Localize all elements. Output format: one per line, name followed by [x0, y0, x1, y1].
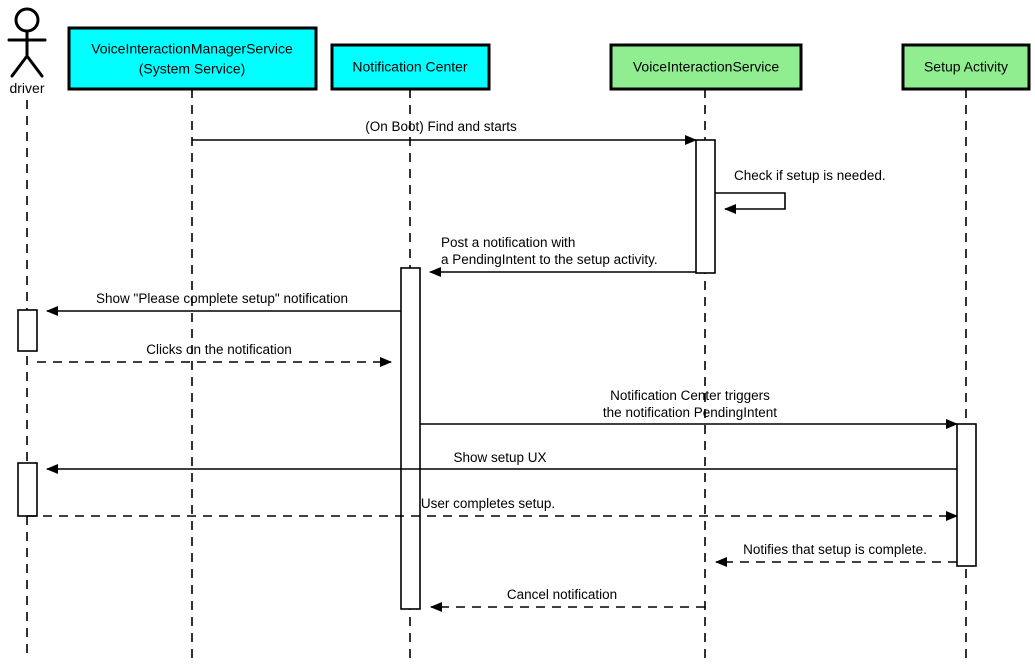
- message-user-completes-setup-label: User completes setup.: [421, 496, 555, 511]
- actor-driver: driver: [7, 7, 47, 96]
- participant-notification-center[interactable]: Notification Center: [330, 43, 491, 91]
- message-post-a-notification: Post a notification with a PendingIntent…: [429, 235, 696, 277]
- participant-voice-interaction-service[interactable]: VoiceInteractionService: [609, 43, 803, 91]
- message-post-a-notification-label-line1: Post a notification with: [441, 235, 575, 250]
- message-notification-center-triggers-pendingintent-label-line2: the notification PendingIntent: [603, 405, 777, 420]
- message-show-setup-ux: Show setup UX: [46, 450, 957, 474]
- message-check-if-setup-is-needed-label: Check if setup is needed.: [734, 168, 886, 183]
- message-check-if-setup-is-needed: Check if setup is needed.: [715, 168, 886, 214]
- message-show-please-complete-setup-notification: Show "Please complete setup" notificatio…: [46, 291, 401, 316]
- message-notification-center-triggers-pendingintent-label-line1: Notification Center triggers: [610, 388, 770, 403]
- actor-driver-label: driver: [9, 80, 44, 96]
- participant-setup-activity-label: Setup Activity: [924, 59, 1008, 75]
- participant-vims-label: VoiceInteractionManagerService: [91, 41, 293, 57]
- message-user-completes-setup: User completes setup.: [27, 496, 958, 521]
- activation-driver-2: [17, 462, 38, 517]
- message-on-boot-find-and-starts-label: (On Boot) Find and starts: [365, 119, 517, 134]
- message-notification-center-triggers-pendingintent: Notification Center triggers the notific…: [420, 388, 958, 429]
- participant-vims[interactable]: VoiceInteractionManagerService (System S…: [67, 26, 318, 91]
- message-cancel-notification-label: Cancel notification: [507, 587, 617, 602]
- activation-notification-center: [400, 267, 421, 610]
- message-clicks-on-the-notification-label: Clicks on the notification: [146, 342, 292, 357]
- activation-voice-interaction-service: [695, 139, 716, 274]
- message-cancel-notification: Cancel notification: [430, 587, 705, 612]
- participant-vims-sublabel: (System Service): [139, 61, 246, 77]
- participant-setup-activity[interactable]: Setup Activity: [901, 43, 1031, 91]
- participant-voice-interaction-service-label: VoiceInteractionService: [633, 59, 780, 75]
- activation-setup-activity: [956, 423, 977, 567]
- activation-driver-1: [17, 309, 38, 352]
- message-notifies-that-setup-is-complete: Notifies that setup is complete.: [715, 542, 957, 567]
- message-notifies-that-setup-is-complete-label: Notifies that setup is complete.: [743, 542, 927, 557]
- message-post-a-notification-label-line2: a PendingIntent to the setup activity.: [441, 252, 658, 267]
- participant-notification-center-label: Notification Center: [352, 59, 468, 75]
- message-show-please-complete-setup-notification-label: Show "Please complete setup" notificatio…: [96, 291, 348, 306]
- message-show-setup-ux-label: Show setup UX: [453, 450, 546, 465]
- message-clicks-on-the-notification: Clicks on the notification: [37, 342, 392, 367]
- message-on-boot-find-and-starts: (On Boot) Find and starts: [192, 119, 697, 145]
